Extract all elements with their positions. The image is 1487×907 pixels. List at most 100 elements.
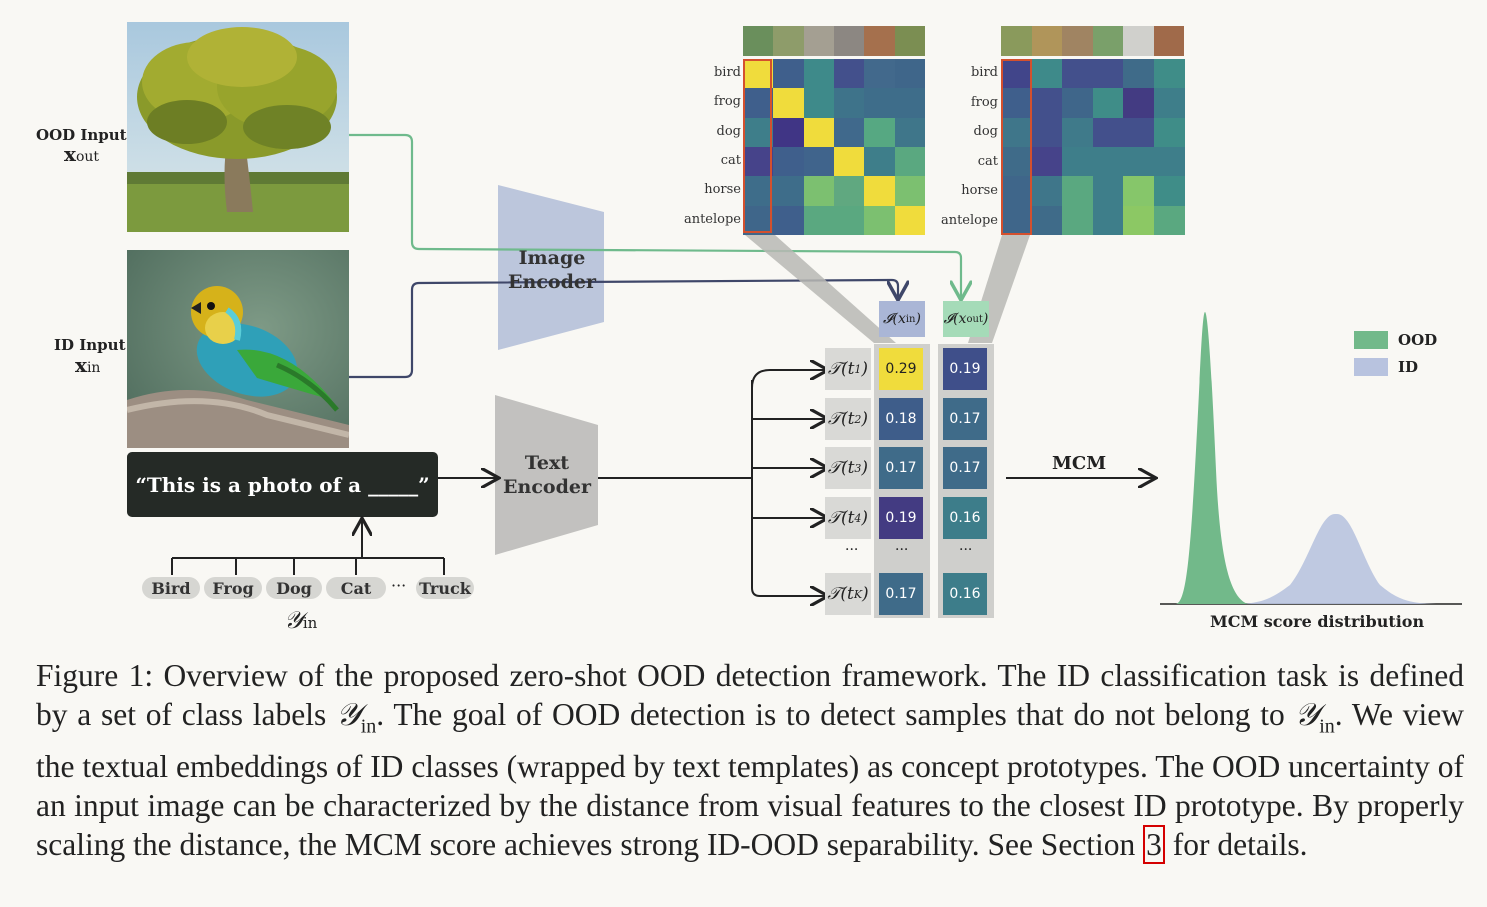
heatmap-cell xyxy=(1001,205,1032,236)
heatmap-row-label: dog xyxy=(716,123,741,139)
heatmap-cell xyxy=(1092,205,1124,236)
heatmap-row-label: cat xyxy=(977,153,998,169)
legend-ood: OOD xyxy=(1354,331,1437,349)
heatmap-cell xyxy=(1001,176,1032,207)
heatmap-cell xyxy=(834,59,865,89)
similarity-score-in: 0.17 xyxy=(879,573,923,615)
heatmap-cell xyxy=(1123,88,1154,119)
ood-tree-image xyxy=(127,22,349,232)
heatmap-row-label: frog xyxy=(970,94,998,110)
heatmap-row-label: frog xyxy=(713,94,741,110)
heatmap-cell xyxy=(803,147,835,177)
class-label-frog: Frog xyxy=(204,577,262,599)
id-bird-image xyxy=(127,250,349,448)
heatmap-cell xyxy=(894,59,926,89)
heatmap-cell xyxy=(1001,88,1032,119)
similarity-score-out: 0.16 xyxy=(943,497,987,539)
mcm-label: MCM xyxy=(1052,453,1107,474)
heatmap-cell xyxy=(894,176,926,207)
heatmap-cell xyxy=(773,205,805,236)
heatmap-cell xyxy=(1031,176,1063,207)
heatmap-cell xyxy=(864,117,896,148)
heatmap-cell xyxy=(1123,176,1154,207)
heatmap-in-highlight xyxy=(743,59,772,233)
id-input-label: ID Input xyxy=(54,336,126,354)
heatmap-cell xyxy=(1062,59,1093,89)
heatmap-cell xyxy=(743,147,774,177)
heatmap-row-label: antelope xyxy=(940,212,998,228)
figure-caption: Figure 1: Overview of the proposed zero-… xyxy=(36,658,1465,865)
ood-input-label: OOD Input xyxy=(36,126,127,144)
legend-id-swatch xyxy=(1354,358,1388,376)
heatmap-cell xyxy=(1031,88,1063,119)
similarity-score-in: 0.29 xyxy=(879,348,923,390)
id-input-symbol: xin xyxy=(75,353,101,377)
heatmap-cell xyxy=(773,147,805,177)
heatmap-cell xyxy=(743,59,774,89)
heatmap-cell xyxy=(1062,117,1093,148)
heatmap-row-label: bird xyxy=(970,65,998,80)
legend-ood-swatch xyxy=(1354,331,1388,349)
distribution-xlabel: MCM score distribution xyxy=(1210,612,1425,631)
heatmap-cell xyxy=(894,117,926,148)
heatmap-cell xyxy=(1001,117,1032,148)
similarity-score-in: ··· xyxy=(895,542,909,558)
heatmap-cell xyxy=(743,117,774,148)
heatmap-cell xyxy=(1062,88,1093,119)
heatmap-row-label: horse xyxy=(961,183,998,198)
heatmap-cell xyxy=(1153,205,1185,236)
similarity-score-out: 0.17 xyxy=(943,447,987,489)
heatmap-cell xyxy=(773,59,805,89)
heatmap-cell xyxy=(1031,147,1063,177)
heatmap-cell xyxy=(864,176,896,207)
heatmap-cell xyxy=(1092,59,1124,89)
class-label-bird: Bird xyxy=(142,577,200,599)
heatmap-cell xyxy=(834,117,865,148)
heatmap-cell xyxy=(803,176,835,207)
heatmap-row-label: cat xyxy=(720,152,741,168)
heatmap-cell xyxy=(1062,176,1093,207)
heatmap-row-label: bird xyxy=(713,65,741,80)
heatmap-cell xyxy=(1092,147,1124,177)
heatmap-in-thumbnails xyxy=(743,26,925,56)
heatmap-cell xyxy=(773,176,805,207)
similarity-score-in: 0.17 xyxy=(879,447,923,489)
heatmap-cell xyxy=(803,117,835,148)
heatmap-out-thumbnails xyxy=(1001,26,1184,56)
heatmap-row-label: dog xyxy=(973,124,998,139)
heatmap-cell xyxy=(743,176,774,207)
section-reference-link[interactable]: 3 xyxy=(1143,825,1165,865)
heatmap-id-similarity xyxy=(743,59,926,236)
class-label-cat: Cat xyxy=(326,577,386,599)
heatmap-cell xyxy=(1001,59,1032,89)
heatmap-cell xyxy=(1092,88,1124,119)
heatmap-cell xyxy=(864,88,896,119)
heatmap-cell xyxy=(1123,59,1154,89)
heatmap-cell xyxy=(1031,117,1063,148)
heatmap-cell xyxy=(1062,147,1093,177)
heatmap-cell xyxy=(1031,205,1063,236)
class-label-ellipsis: ··· xyxy=(391,576,407,595)
heatmap-cell xyxy=(743,88,774,119)
heatmap-cell xyxy=(834,147,865,177)
heatmap-cell xyxy=(864,147,896,177)
heatmap-cell xyxy=(1092,176,1124,207)
heatmap-cell xyxy=(1153,176,1185,207)
heatmap-cell xyxy=(803,205,835,236)
similarity-score-in: 0.19 xyxy=(879,497,923,539)
similarity-score-in: 0.18 xyxy=(879,398,923,440)
heatmap-cell xyxy=(834,205,865,236)
heatmap-cell xyxy=(1123,205,1154,236)
class-label-truck: Truck xyxy=(416,577,474,599)
heatmap-cell xyxy=(773,117,805,148)
heatmap-cell xyxy=(894,147,926,177)
